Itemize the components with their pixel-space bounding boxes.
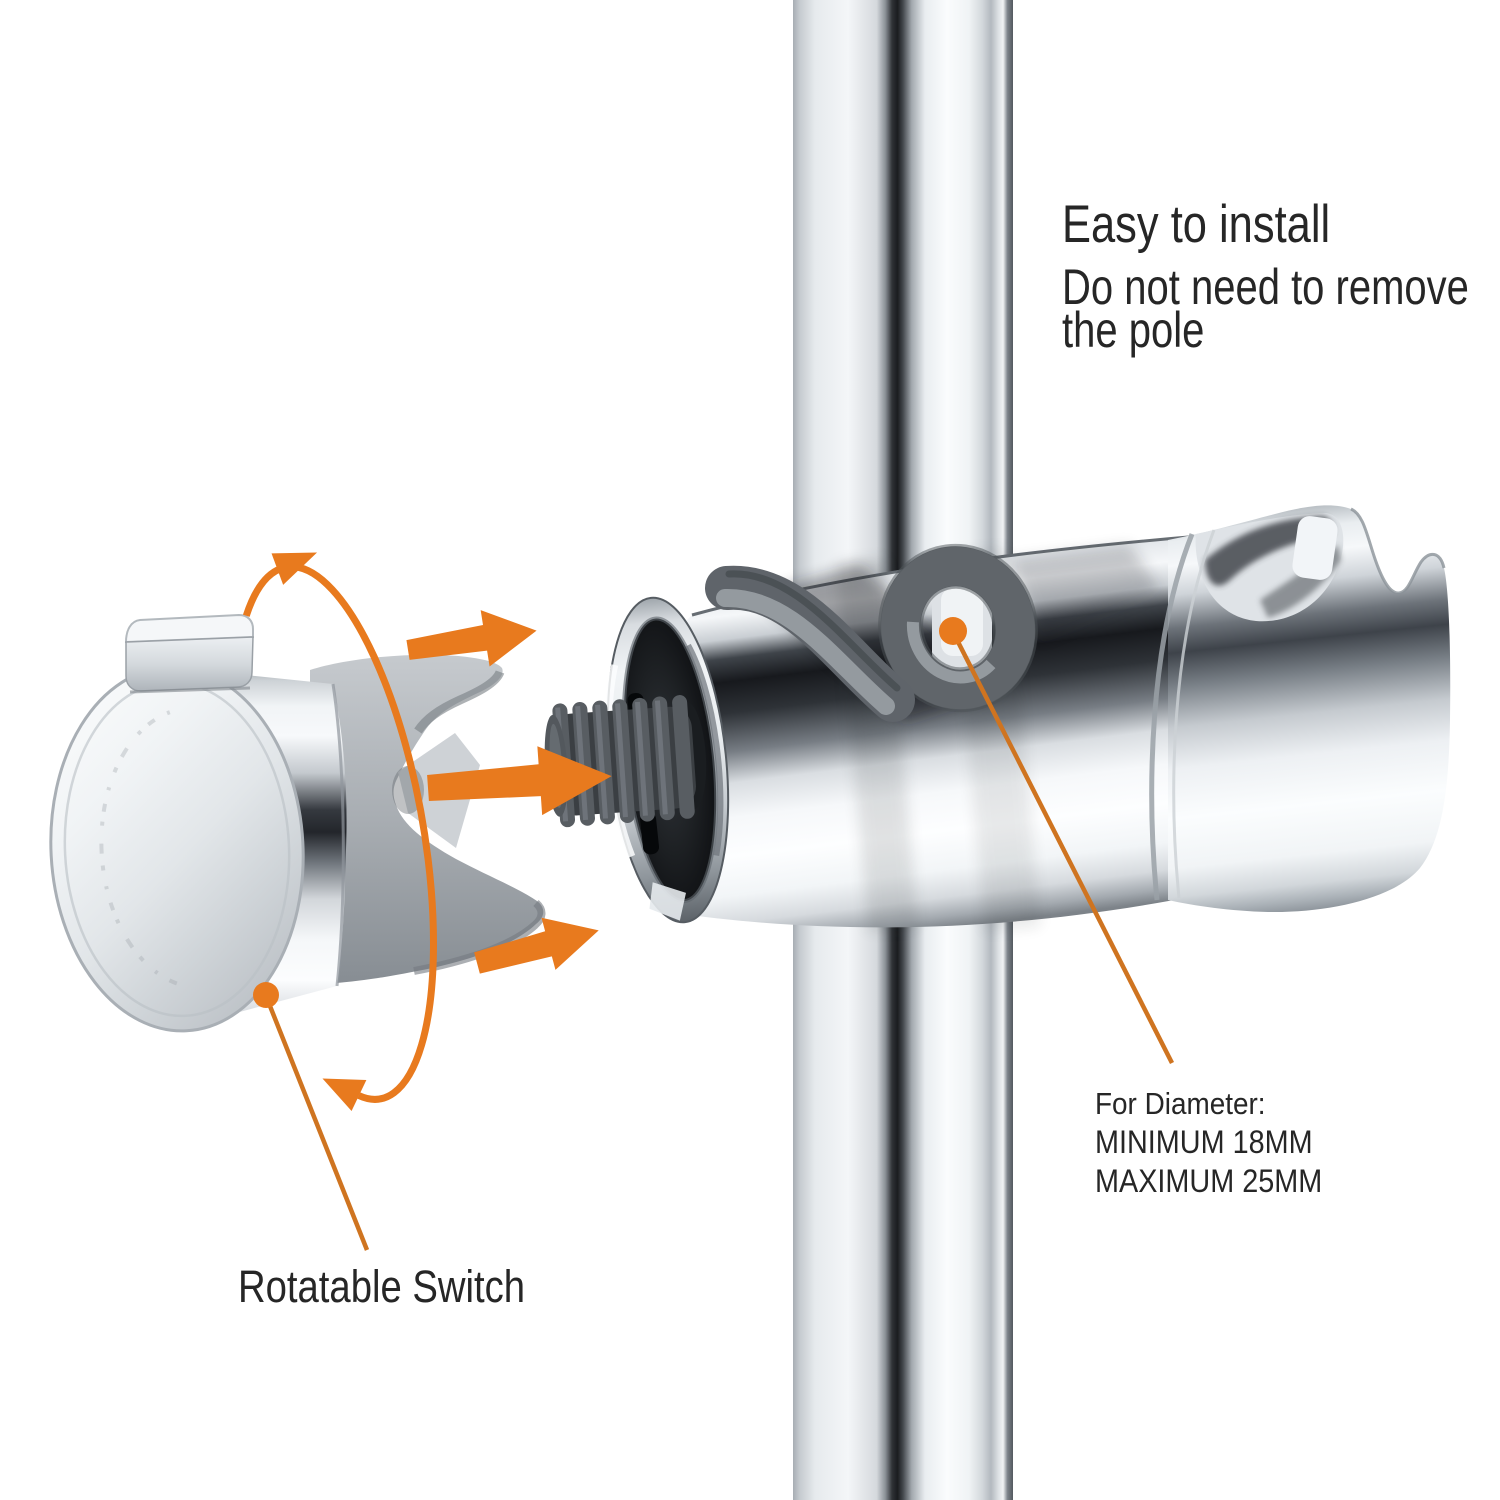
knob-clamp xyxy=(310,654,544,984)
embossed-markings xyxy=(99,710,185,988)
install-title: Easy to install xyxy=(1062,195,1331,254)
install-subtitle-line1: Do not need to remove xyxy=(1062,259,1469,315)
rotatable-switch-label: Rotatable Switch xyxy=(238,1261,526,1312)
right-arrow-icon xyxy=(406,610,537,667)
right-arrow-icon xyxy=(474,917,599,974)
diameter-heading: For Diameter: xyxy=(1095,1086,1266,1121)
switch-leader-dot xyxy=(253,982,279,1008)
assembly-arrows xyxy=(406,610,612,974)
rotation-arrow-icon xyxy=(242,552,437,1112)
switch-leader-line xyxy=(263,995,370,1251)
bracket-body xyxy=(642,536,1200,928)
slider-bracket xyxy=(642,505,1451,932)
diameter-leader-line xyxy=(950,630,1175,1065)
diameter-maximum: MAXIMUM 25MM xyxy=(1095,1163,1323,1199)
knob-tab xyxy=(124,613,254,694)
install-subtitle-line2: the pole xyxy=(1062,302,1205,358)
right-arrow-icon xyxy=(427,746,612,816)
leader-lines xyxy=(253,617,1175,1251)
rotatable-switch-knob xyxy=(49,613,546,1033)
diameter-minimum: MINIMUM 18MM xyxy=(1095,1124,1313,1160)
diameter-leader-dot xyxy=(939,617,967,645)
